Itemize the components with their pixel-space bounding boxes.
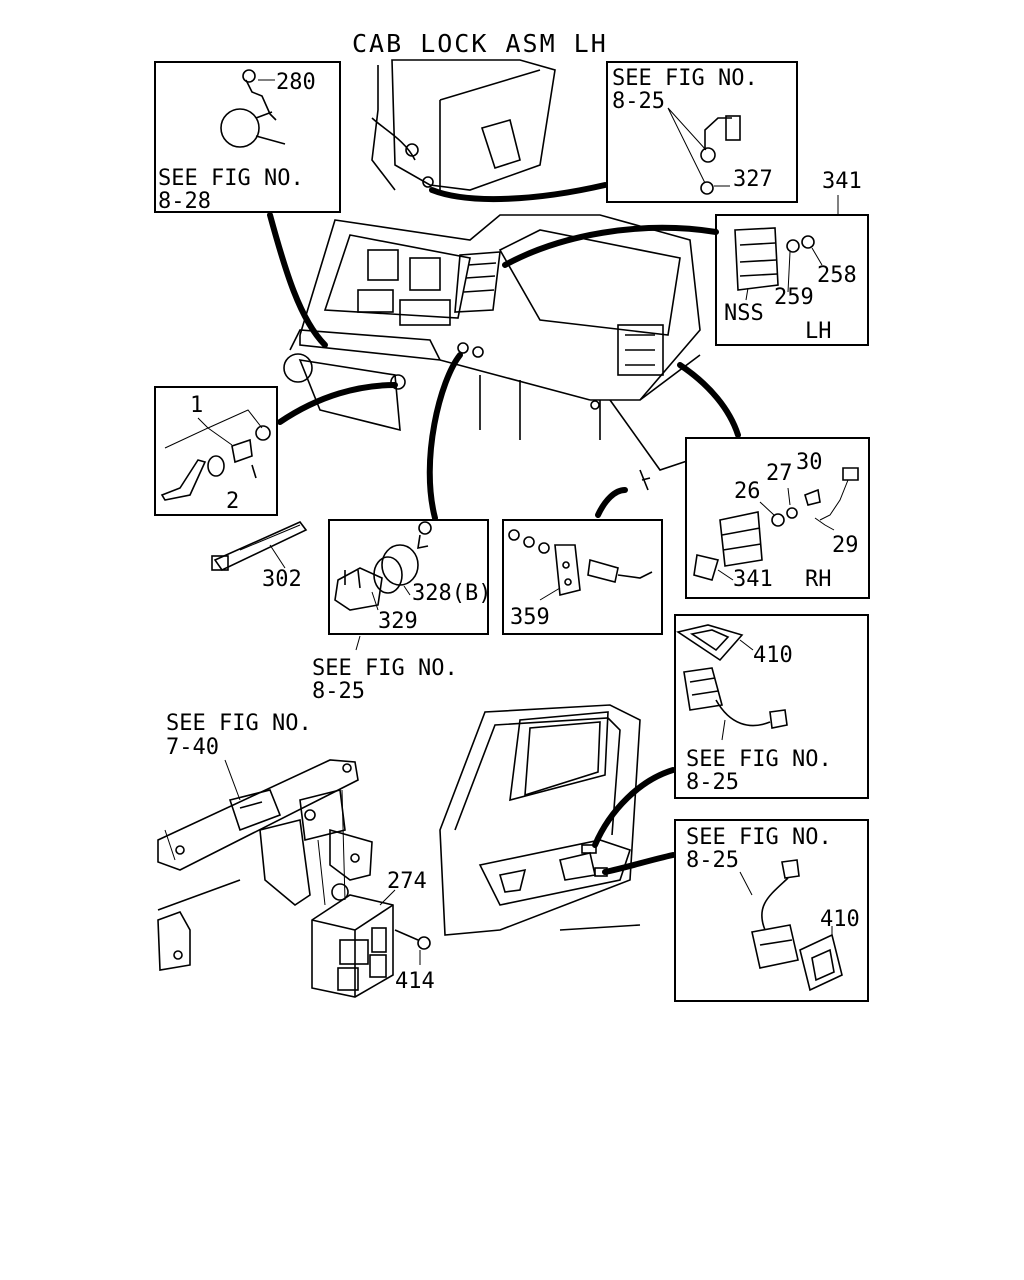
callout-410-lower: 410 xyxy=(820,907,860,932)
door-panel xyxy=(439,704,641,936)
nss-label: NSS xyxy=(724,301,764,326)
callout-29: 29 xyxy=(832,533,859,558)
box-switch-328: 328(B) 329 xyxy=(328,519,491,635)
fig-8-25: 8-25 xyxy=(612,89,665,114)
fig-8-25: 8-25 xyxy=(686,770,739,795)
screw-icon xyxy=(417,936,431,950)
nut-icon xyxy=(700,181,714,195)
callout-329: 329 xyxy=(378,609,418,634)
see-fig-text: SEE FIG NO. xyxy=(166,711,312,736)
callout-26: 26 xyxy=(734,479,761,504)
frame-bracket xyxy=(157,759,373,971)
callout-259: 259 xyxy=(774,285,814,310)
see-fig-text: SEE FIG NO. xyxy=(686,747,832,772)
see-fig-text: SEE FIG NO. xyxy=(686,825,832,850)
callout-280: 280 xyxy=(276,70,316,95)
box-switch-410-upper: 410 SEE FIG NO. 8-25 xyxy=(674,614,869,799)
callout-30: 30 xyxy=(796,450,823,475)
see-fig-text: SEE FIG NO. xyxy=(312,656,458,681)
fig-8-25: 8-25 xyxy=(312,679,365,704)
callout-359: 359 xyxy=(510,605,550,630)
fig-8-25: 8-25 xyxy=(686,848,739,873)
rh-label: RH xyxy=(805,567,832,592)
callout-414: 414 xyxy=(395,969,435,994)
callout-1: 1 xyxy=(190,393,203,418)
callout-274: 274 xyxy=(387,869,427,894)
fig-7-40: 7-40 xyxy=(166,735,219,760)
beeper-icon xyxy=(220,108,260,148)
callout-327: 327 xyxy=(733,167,773,192)
callout-328b: 328(B) xyxy=(412,581,491,606)
box-parts-1-2: 1 2 xyxy=(154,386,278,516)
box-beeper: 280 SEE FIG NO. 8-28 xyxy=(154,61,341,214)
callout-302: 302 xyxy=(262,567,302,592)
see-fig-text: SEE FIG NO. xyxy=(612,66,758,91)
cab-lock-assembly xyxy=(371,59,556,191)
box-341-lh: 341 258 259 NSS LH xyxy=(715,169,869,346)
cable-tie-302: 302 xyxy=(211,521,308,592)
instrument-panel xyxy=(283,214,701,491)
leader-lines xyxy=(267,182,741,875)
see-fig-text: SEE FIG NO. xyxy=(158,166,304,191)
box-341-rh: 30 27 26 29 341 RH xyxy=(685,437,870,599)
control-unit-274: 274 414 xyxy=(311,869,435,998)
box-bracket-359: 359 xyxy=(502,519,663,635)
lh-label: LH xyxy=(805,319,832,344)
callout-410-upper: 410 xyxy=(753,643,793,668)
callout-2: 2 xyxy=(226,489,239,514)
callout-341-lh: 341 xyxy=(822,169,862,194)
box-switch-327: SEE FIG NO. 8-25 327 xyxy=(606,61,798,203)
fig-8-28: 8-28 xyxy=(158,189,211,214)
callout-341-rh: 341 xyxy=(733,567,773,592)
cab-lock-title: CAB LOCK ASM LH xyxy=(352,29,608,58)
screw-icon xyxy=(242,69,256,83)
callout-27: 27 xyxy=(766,461,793,486)
box-switch-410-lower: SEE FIG NO. 8-25 410 xyxy=(674,819,869,1002)
callout-258: 258 xyxy=(817,263,857,288)
